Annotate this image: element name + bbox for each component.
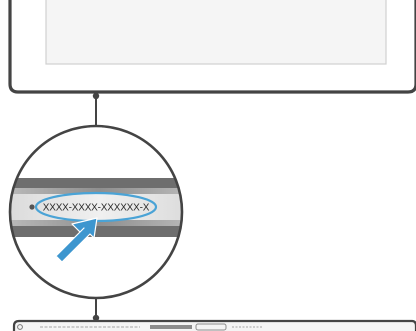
edge-button-icon — [17, 324, 23, 330]
bottom-connector — [92, 298, 100, 322]
label-band — [10, 194, 182, 220]
upper-dark-stripe — [10, 178, 182, 188]
device-edge-view — [12, 319, 416, 331]
magnifier: XXXX-XXXX-XXXXXX-X — [8, 124, 184, 300]
upper-mid-band — [10, 188, 182, 194]
edge-port — [195, 323, 227, 331]
lower-dark-stripe — [10, 226, 182, 237]
pointer-arrow-icon — [55, 217, 98, 263]
device-front-view — [8, 0, 416, 94]
device-screen — [45, 0, 387, 65]
label-bullet — [29, 204, 35, 210]
top-connector — [92, 92, 100, 126]
serial-number-label: XXXX-XXXX-XXXXXX-X — [43, 203, 150, 214]
edge-label-block — [150, 325, 192, 329]
bottom-connector-dot — [92, 314, 100, 322]
